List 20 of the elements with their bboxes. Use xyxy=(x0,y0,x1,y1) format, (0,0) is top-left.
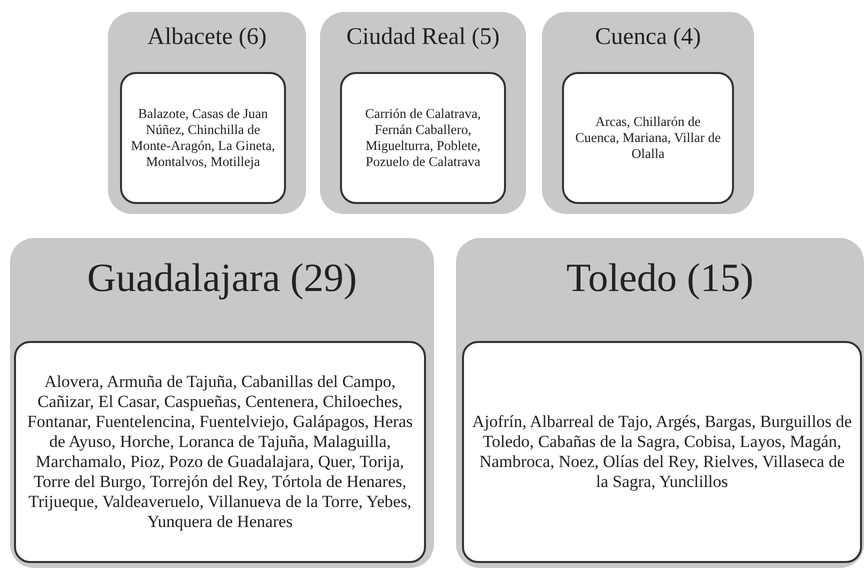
province-title: Albacete (6) xyxy=(146,23,268,52)
municipality-list: Carrión de Calatrava, Fernán Caballero, Miguelturra, Poblete, Pozuelo de Calatrava xyxy=(350,106,496,170)
municipality-list: Arcas, Chillarón de Cuenca, Mariana, Villar de Olalla xyxy=(572,114,724,162)
municipality-list: Balazote, Casas de Juan Núñez, Chinchilla de Monte-Aragón, La Gineta, Montalvos, Motilleja xyxy=(130,106,276,170)
municipality-box xyxy=(340,72,506,204)
province-panel xyxy=(542,12,754,214)
municipality-box xyxy=(462,341,862,563)
municipality-box xyxy=(120,72,286,204)
province-title: Ciudad Real (5) xyxy=(345,23,501,52)
province-panel xyxy=(320,12,526,214)
province-title: Toledo (15) xyxy=(565,254,755,302)
municipality-box xyxy=(14,341,426,563)
municipality-list: Ajofrín, Albarreal de Tajo, Argés, Bargas, Burguillos de Toledo, Cabañas de la Sagra, Cobisa, Layos, Magán, Nambroca, Noez, Olías del Rey, Rielves, Villaseca de la Sagra, Yunclillos xyxy=(472,412,852,492)
province-panel xyxy=(10,238,434,568)
province-title: Cuenca (4) xyxy=(594,23,702,52)
province-panel xyxy=(456,238,864,568)
province-title: Guadalajara (29) xyxy=(86,254,358,302)
municipality-list: Alovera, Armuña de Tajuña, Cabanillas del Campo, Cañizar, El Casar, Caspueñas, Centenera, Chiloeches, Fontanar, Fuentelencina, Fuentelviejo, Galápagos, Heras de Ayuso, Horche, Loranca de Tajuña, Malaguilla, Marchamalo, Pioz, Pozo de Guadalajara, Quer, Torija, Torre del Burgo, Torrejón del Rey, Tórtola de Henares, Trijueque, Valdeaveruelo, Villanueva de la Torre, Yebes, Yunquera de Henares xyxy=(24,372,416,532)
municipality-box xyxy=(562,72,734,204)
province-panel xyxy=(108,12,306,214)
